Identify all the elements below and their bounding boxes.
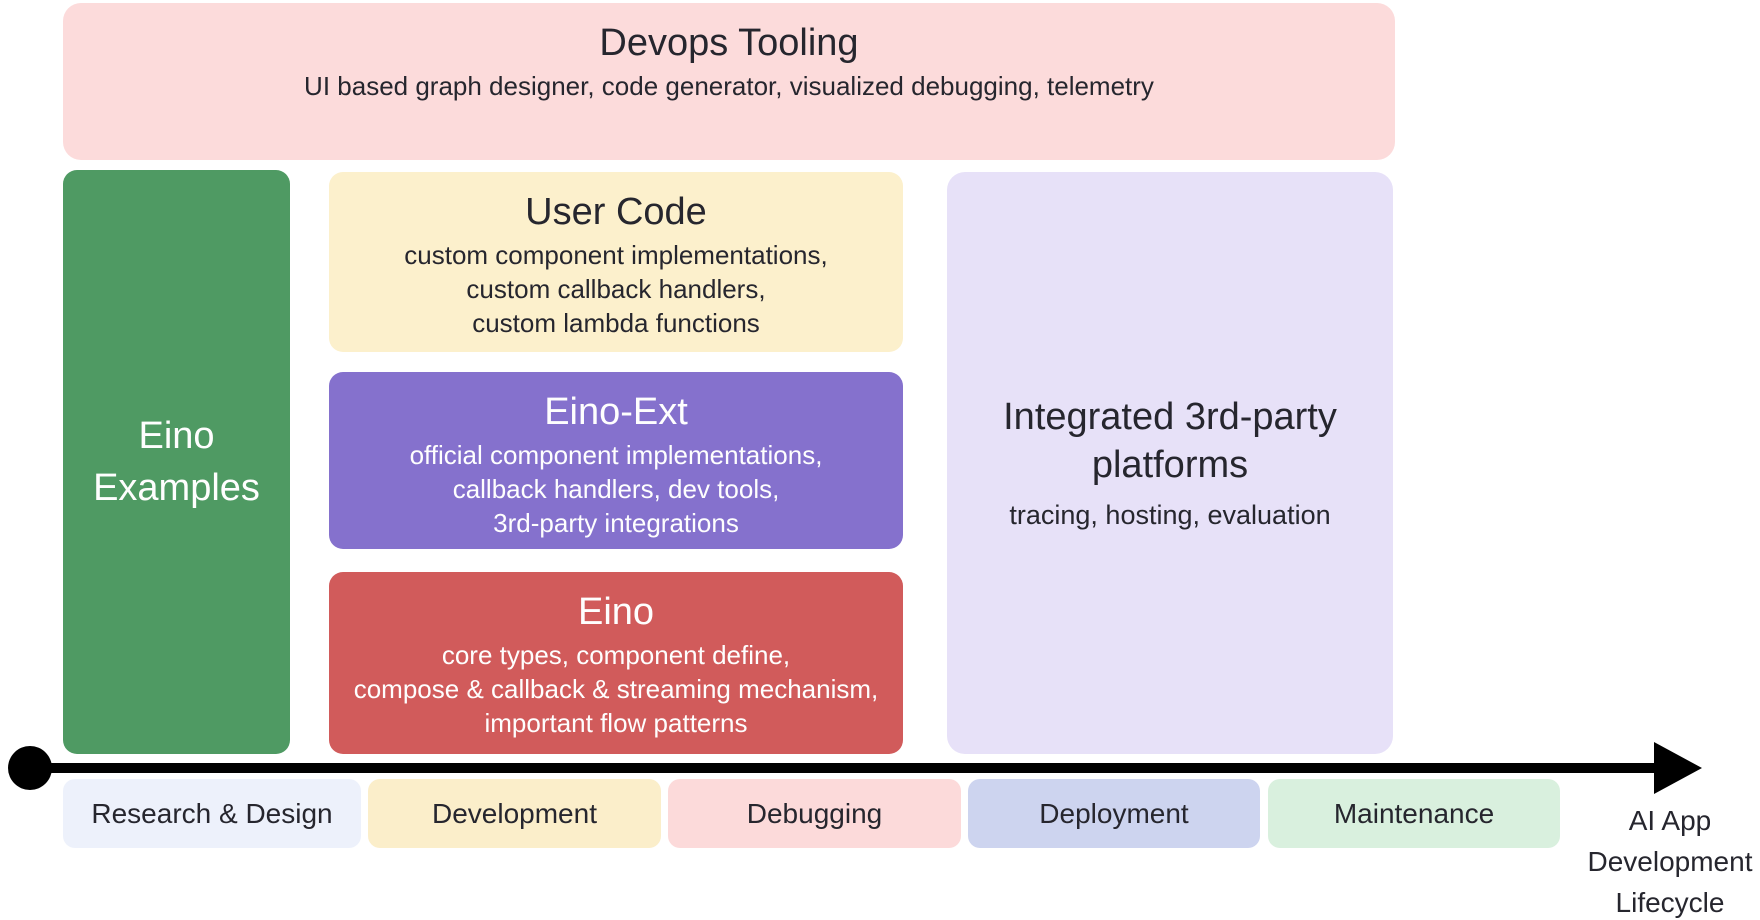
- eino-core-line-3: important flow patterns: [484, 708, 748, 738]
- lifecycle-axis-label-line-3: Lifecycle: [1615, 887, 1725, 918]
- devops-tooling-title: Devops Tooling: [599, 22, 859, 64]
- timeline-arrowhead-icon: [1654, 742, 1702, 794]
- stage-deployment-label: Deployment: [1039, 797, 1189, 829]
- stage-maintenance: Maintenance: [1268, 779, 1560, 848]
- user-code-box: User Code custom component implementatio…: [329, 172, 903, 352]
- eino-core-line-1: core types, component define,: [441, 640, 791, 670]
- eino-examples-title-line-2: Examples: [93, 467, 260, 509]
- eino-ext-box: Eino-Ext official component implementati…: [329, 372, 903, 549]
- lifecycle-axis-label: AI App Development Lifecycle: [1580, 800, 1760, 920]
- stage-development: Development: [368, 779, 661, 848]
- eino-examples-title-line-1: Eino: [138, 415, 215, 457]
- eino-ext-title: Eino-Ext: [544, 391, 688, 433]
- stage-debugging-label: Debugging: [746, 797, 883, 829]
- timeline-arrow-line: [30, 763, 1656, 773]
- eino-core-box: Eino core types, component define, compo…: [329, 572, 903, 754]
- eino-ext-line-1: official component implementations,: [409, 440, 823, 470]
- stage-development-label: Development: [432, 797, 597, 829]
- integrated-platforms-box: Integrated 3rd-party platforms tracing, …: [947, 172, 1393, 754]
- devops-tooling-subtitle: UI based graph designer, code generator,…: [304, 71, 1154, 101]
- integrated-platforms-subtitle: tracing, hosting, evaluation: [1009, 500, 1331, 530]
- user-code-line-1: custom component implementations,: [404, 240, 828, 270]
- stage-debugging: Debugging: [668, 779, 961, 848]
- integrated-platforms-title-line-2: platforms: [1091, 444, 1249, 486]
- eino-ext-line-3: 3rd-party integrations: [493, 508, 739, 538]
- eino-examples-box: Eino Examples: [63, 170, 290, 754]
- eino-core-line-2: compose & callback & streaming mechanism…: [353, 674, 879, 704]
- user-code-line-2: custom callback handlers,: [466, 274, 766, 304]
- eino-core-title: Eino: [577, 591, 655, 633]
- stage-research-design-label: Research & Design: [91, 797, 333, 829]
- devops-tooling-box: Devops Tooling UI based graph designer, …: [63, 3, 1395, 160]
- user-code-title: User Code: [525, 191, 707, 233]
- lifecycle-axis-label-line-1: AI App: [1628, 805, 1712, 836]
- stage-research-design: Research & Design: [63, 779, 361, 848]
- user-code-line-3: custom lambda functions: [472, 308, 760, 338]
- eino-ext-line-2: callback handlers, dev tools,: [452, 474, 780, 504]
- integrated-platforms-title-line-1: Integrated 3rd-party: [1003, 396, 1337, 438]
- lifecycle-axis-label-line-2: Development: [1587, 846, 1753, 877]
- stage-deployment: Deployment: [968, 779, 1260, 848]
- stage-maintenance-label: Maintenance: [1333, 797, 1495, 829]
